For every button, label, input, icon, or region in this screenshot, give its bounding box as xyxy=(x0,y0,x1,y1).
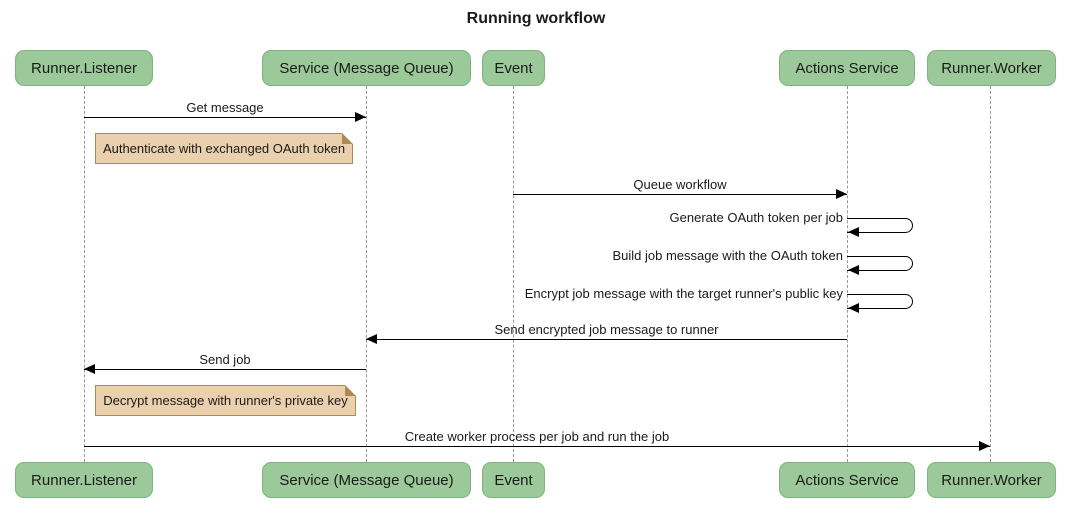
self-message-loop xyxy=(847,294,913,309)
message-label-generate-token: Generate OAuth token per job xyxy=(669,210,843,225)
message-label-send-encrypted: Send encrypted job message to runner xyxy=(494,322,719,337)
message-label-queue-workflow: Queue workflow xyxy=(633,177,727,192)
actor-service-message-queue-top: Service (Message Queue) xyxy=(262,50,471,86)
arrowhead-left-icon xyxy=(848,303,859,313)
actor-runner-worker-bottom: Runner.Worker xyxy=(927,462,1056,498)
actor-service-message-queue-bottom: Service (Message Queue) xyxy=(262,462,471,498)
lifeline-actions-service xyxy=(847,86,848,462)
self-message-loop xyxy=(847,218,913,233)
lifeline-runner-worker xyxy=(990,86,991,462)
actor-actions-service-top: Actions Service xyxy=(779,50,915,86)
message-label-encrypt-job-message: Encrypt job message with the target runn… xyxy=(524,286,843,301)
arrowhead-left-icon xyxy=(366,334,377,344)
actor-runner-listener-bottom: Runner.Listener xyxy=(15,462,153,498)
arrowhead-left-icon xyxy=(848,265,859,275)
diagram-title: Running workflow xyxy=(466,10,606,27)
message-line xyxy=(84,117,366,118)
message-line xyxy=(84,446,990,447)
message-line xyxy=(84,369,366,370)
lifeline-runner-listener xyxy=(84,86,85,462)
message-line xyxy=(513,194,847,195)
actor-event-bottom: Event xyxy=(482,462,545,498)
message-label-send-job: Send job xyxy=(199,352,251,367)
message-line xyxy=(366,339,847,340)
message-label-create-worker: Create worker process per job and run th… xyxy=(404,429,670,444)
actor-runner-listener-top: Runner.Listener xyxy=(15,50,153,86)
message-label-build-job-message: Build job message with the OAuth token xyxy=(612,248,843,263)
actor-runner-worker-top: Runner.Worker xyxy=(927,50,1056,86)
lifeline-service-message-queue xyxy=(366,86,367,462)
lifeline-event xyxy=(513,86,514,462)
note-decrypt: Decrypt message with runner's private ke… xyxy=(95,385,356,416)
arrowhead-left-icon xyxy=(84,364,95,374)
actor-actions-service-bottom: Actions Service xyxy=(779,462,915,498)
note-authenticate: Authenticate with exchanged OAuth token xyxy=(95,133,353,164)
arrowhead-right-icon xyxy=(979,441,990,451)
message-label-get-message: Get message xyxy=(186,100,264,115)
arrowhead-right-icon xyxy=(355,112,366,122)
arrowhead-left-icon xyxy=(848,227,859,237)
arrowhead-right-icon xyxy=(836,189,847,199)
actor-event-top: Event xyxy=(482,50,545,86)
self-message-loop xyxy=(847,256,913,271)
